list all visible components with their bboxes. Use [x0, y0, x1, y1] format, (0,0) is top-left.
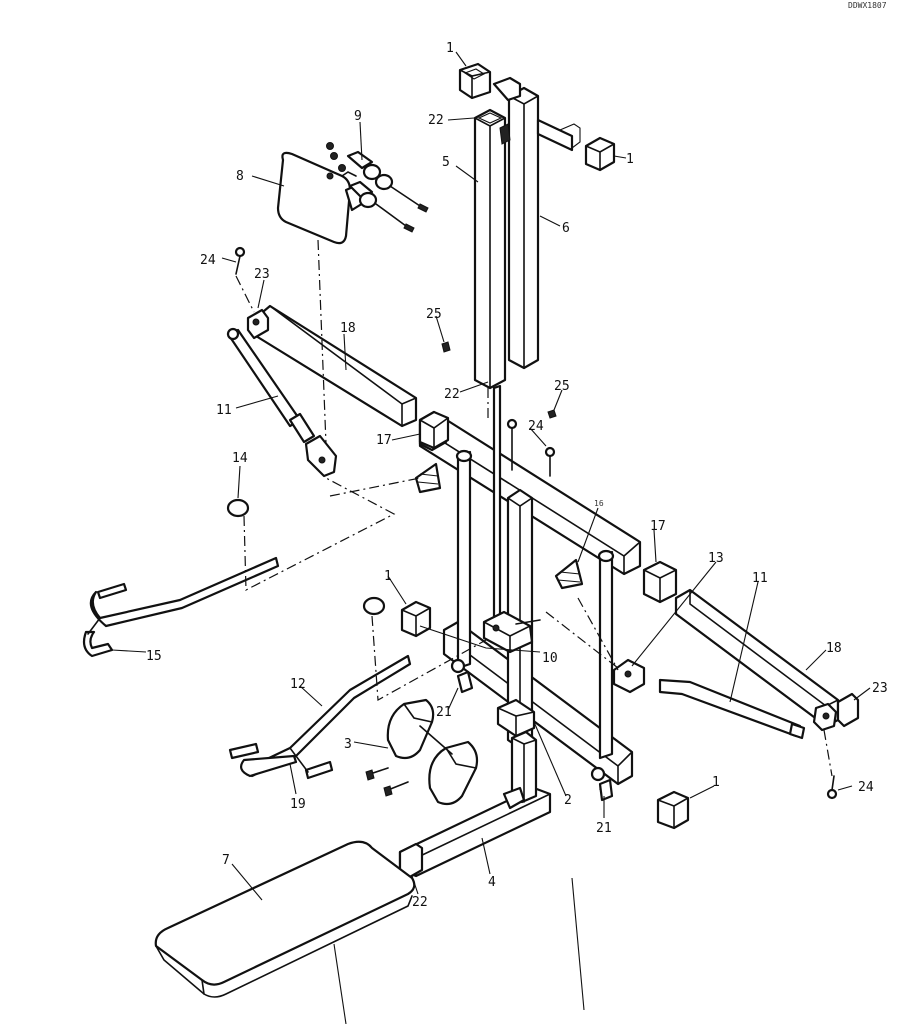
label-22-top: 22 [428, 113, 444, 128]
label-22-mid: 22 [444, 387, 460, 402]
label-22-base: 22 [412, 895, 428, 910]
label-1-lower: 1 [384, 569, 392, 584]
pivot-bracket-10 [482, 610, 541, 654]
bolts-24 [234, 246, 838, 800]
pad-hardware [326, 142, 429, 233]
label-25-left: 25 [426, 307, 442, 322]
bushing-21 [450, 658, 614, 802]
cone-upper [414, 462, 442, 494]
label-10: 10 [542, 651, 558, 666]
leg-handle-15 [82, 556, 280, 658]
label-24-center: 24 [528, 419, 544, 434]
label-23-right: 23 [872, 681, 888, 696]
label-3: 3 [344, 737, 352, 752]
pivot-bracket-2 [496, 698, 536, 738]
gas-cylinder-right [612, 658, 838, 740]
leg-handle-12 [228, 654, 412, 780]
label-16: 16 [594, 499, 604, 508]
label-24-left: 24 [200, 253, 216, 268]
knob-14-upper [226, 498, 250, 518]
label-6: 6 [562, 221, 570, 236]
end-cap-lower-right-1 [656, 790, 690, 830]
base-bracket [502, 730, 538, 810]
gas-cylinder-left [226, 327, 338, 478]
end-cap-lower-1 [400, 600, 432, 638]
label-17-right: 17 [650, 519, 666, 534]
part-labels: 1 1 1 1 22 22 22 5 6 8 9 24 24 24 23 23 … [146, 41, 888, 910]
label-11-left: 11 [216, 403, 232, 418]
back-pad [276, 151, 370, 245]
label-14: 14 [232, 451, 248, 466]
label-1-right: 1 [626, 152, 634, 167]
end-cap-17-right [642, 560, 678, 604]
end-cap-top [458, 62, 492, 100]
label-15: 15 [146, 649, 162, 664]
label-5: 5 [442, 155, 450, 170]
leader-lines [111, 51, 871, 901]
end-cap-right [584, 136, 616, 172]
label-1-bottom-right: 1 [712, 775, 720, 790]
screws-25 [441, 341, 557, 419]
label-1-top: 1 [446, 41, 454, 56]
label-19: 19 [290, 797, 306, 812]
cone-lower [554, 558, 584, 590]
seat-pad [154, 840, 416, 998]
label-17-left: 17 [376, 433, 392, 448]
label-7: 7 [222, 853, 230, 868]
label-13: 13 [708, 551, 724, 566]
upright-tube-6 [492, 76, 581, 370]
label-9: 9 [354, 109, 362, 124]
header-code: DDWX1807 [848, 1, 887, 10]
label-21-left: 21 [436, 705, 452, 720]
label-11-right: 11 [752, 571, 768, 586]
upright-tube-5 [473, 108, 507, 390]
label-4: 4 [488, 875, 496, 890]
label-21-right: 21 [596, 821, 612, 836]
end-cap-17-upper [418, 410, 450, 450]
label-18-right: 18 [826, 641, 842, 656]
knob-14-lower [362, 596, 386, 616]
foot-rollers [365, 698, 479, 806]
label-25-right: 25 [554, 379, 570, 394]
label-2: 2 [564, 793, 572, 808]
label-23-left: 23 [254, 267, 270, 282]
assembly-lines [235, 239, 833, 1024]
base-tube [398, 786, 552, 880]
label-12: 12 [290, 677, 306, 692]
label-24-right: 24 [858, 780, 874, 795]
label-18-left: 18 [340, 321, 356, 336]
label-8: 8 [236, 169, 244, 184]
arm-tube-left [246, 304, 418, 428]
